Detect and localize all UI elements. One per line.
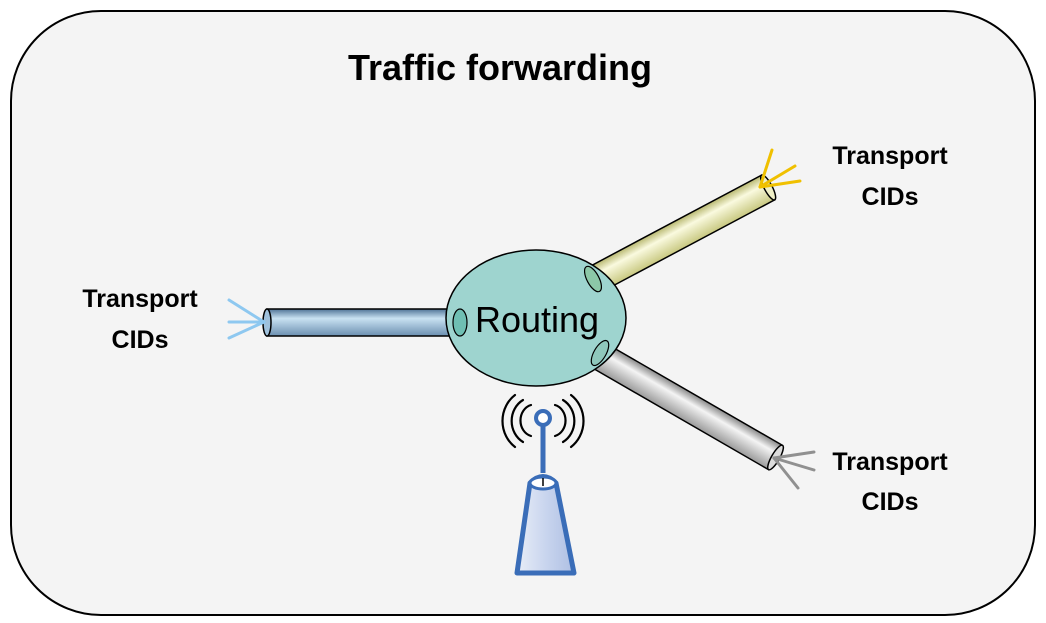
left-pipe-opening [452,308,468,337]
top-right-cid-rays [758,148,802,189]
diagram-title: Traffic forwarding [348,47,652,88]
bottom-pipe-opening [590,339,610,367]
wireless-base-station-icon [514,409,577,576]
routing-label: Routing [475,299,599,340]
bottom-right-transport-label: Transport CIDs [832,448,948,516]
top-right-transport-label: Transport CIDs [832,142,948,211]
top-right-label-line1: Transport [832,142,948,170]
bottom-right-cid-rays [772,450,816,490]
left-label-line2: CIDs [112,326,169,354]
left-label-line1: Transport [82,285,198,313]
left-transport-pipe [262,308,473,337]
left-transport-label: Transport CIDs [82,285,198,354]
radio-waves-icon [501,393,585,449]
top-right-label-line2: CIDs [862,183,919,211]
left-cid-rays [227,298,266,340]
bottom-right-label-line1: Transport [832,448,948,476]
routing-node [445,249,627,387]
top-pipe-opening [583,265,603,293]
bottom-right-label-line2: CIDs [862,488,919,516]
